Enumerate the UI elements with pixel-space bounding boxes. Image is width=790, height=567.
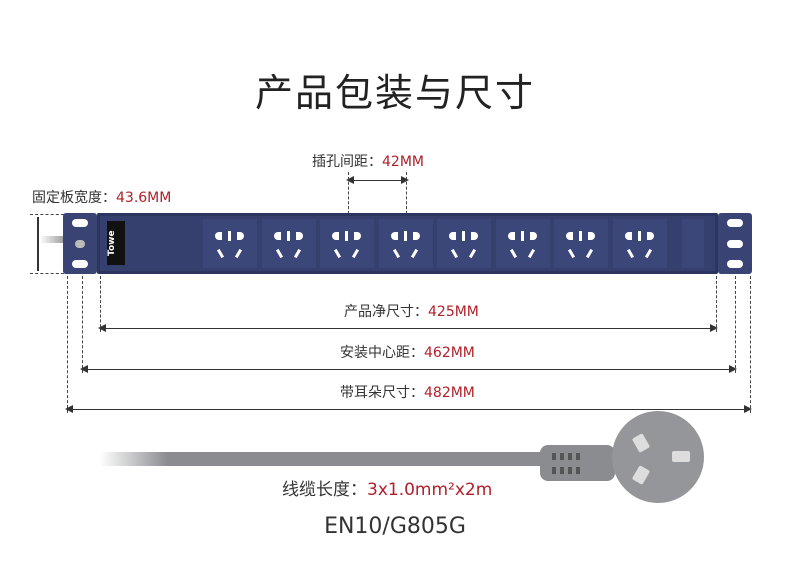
cable-length-label-text: 线缆长度：: [282, 480, 367, 500]
cable-stub: [40, 236, 65, 243]
pitch-extension-right: [406, 172, 407, 214]
pitch-label-text: 插孔间距：: [312, 154, 382, 170]
model-number: EN10/G805G: [324, 514, 466, 539]
plate-extension-top: [30, 214, 64, 215]
pitch-dimension-line: [346, 176, 409, 184]
outlet-socket: [378, 219, 433, 268]
outlet-socket: [554, 219, 608, 268]
outlet-socket: [261, 219, 316, 268]
power-cable: [100, 452, 550, 466]
cable-length-label: 线缆长度：3x1.0mm²x2m: [282, 475, 492, 500]
ext-482-right: [750, 276, 751, 413]
plug-icon: [540, 411, 704, 503]
cable-length-value: 3x1.0mm²x2m: [367, 480, 493, 500]
ext-462-right: [735, 276, 736, 373]
page-title: 产品包装与尺寸: [254, 71, 535, 115]
net-size-dimension-line: [98, 324, 718, 332]
ext-425-right: [716, 276, 717, 332]
net-size-label-text: 产品净尺寸：: [344, 304, 428, 320]
net-size-value: 425MM: [428, 304, 479, 320]
mount-center-label-text: 安装中心距：: [340, 345, 424, 361]
plate-width-label: 固定板宽度：43.6MM: [32, 187, 171, 207]
with-ears-value: 482MM: [424, 385, 475, 401]
plate-width-value: 43.6MM: [116, 190, 172, 206]
plate-extension-bottom: [30, 273, 64, 274]
plate-width-label-text: 固定板宽度：: [32, 190, 116, 206]
mount-center-dimension-line: [80, 365, 737, 373]
outlet-socket: [612, 219, 667, 268]
end-cap: [682, 219, 704, 268]
outlet-socket: [437, 219, 491, 268]
plate-width-dimension-line: [37, 217, 39, 271]
with-ears-label-text: 带耳朵尺寸：: [340, 385, 424, 401]
outlet-socket: [203, 219, 257, 268]
ext-482-left: [67, 276, 68, 413]
with-ears-label: 带耳朵尺寸：482MM: [340, 382, 475, 402]
with-ears-dimension-line: [65, 405, 752, 413]
right-mounting-ear: [718, 213, 752, 274]
mount-center-label: 安装中心距：462MM: [340, 342, 475, 362]
left-mounting-ear: [63, 213, 97, 274]
outlet-socket: [320, 219, 374, 268]
pitch-label: 插孔间距：42MM: [312, 151, 424, 171]
pitch-extension-left: [348, 172, 349, 214]
ext-462-left: [82, 276, 83, 373]
pdu-body: Towe: [97, 213, 718, 274]
brand-logo: Towe: [107, 221, 125, 265]
ext-425-left: [100, 276, 101, 332]
outlet-socket: [495, 219, 550, 268]
mount-center-value: 462MM: [424, 345, 475, 361]
pitch-value: 42MM: [382, 154, 424, 170]
net-size-label: 产品净尺寸：425MM: [344, 301, 479, 321]
